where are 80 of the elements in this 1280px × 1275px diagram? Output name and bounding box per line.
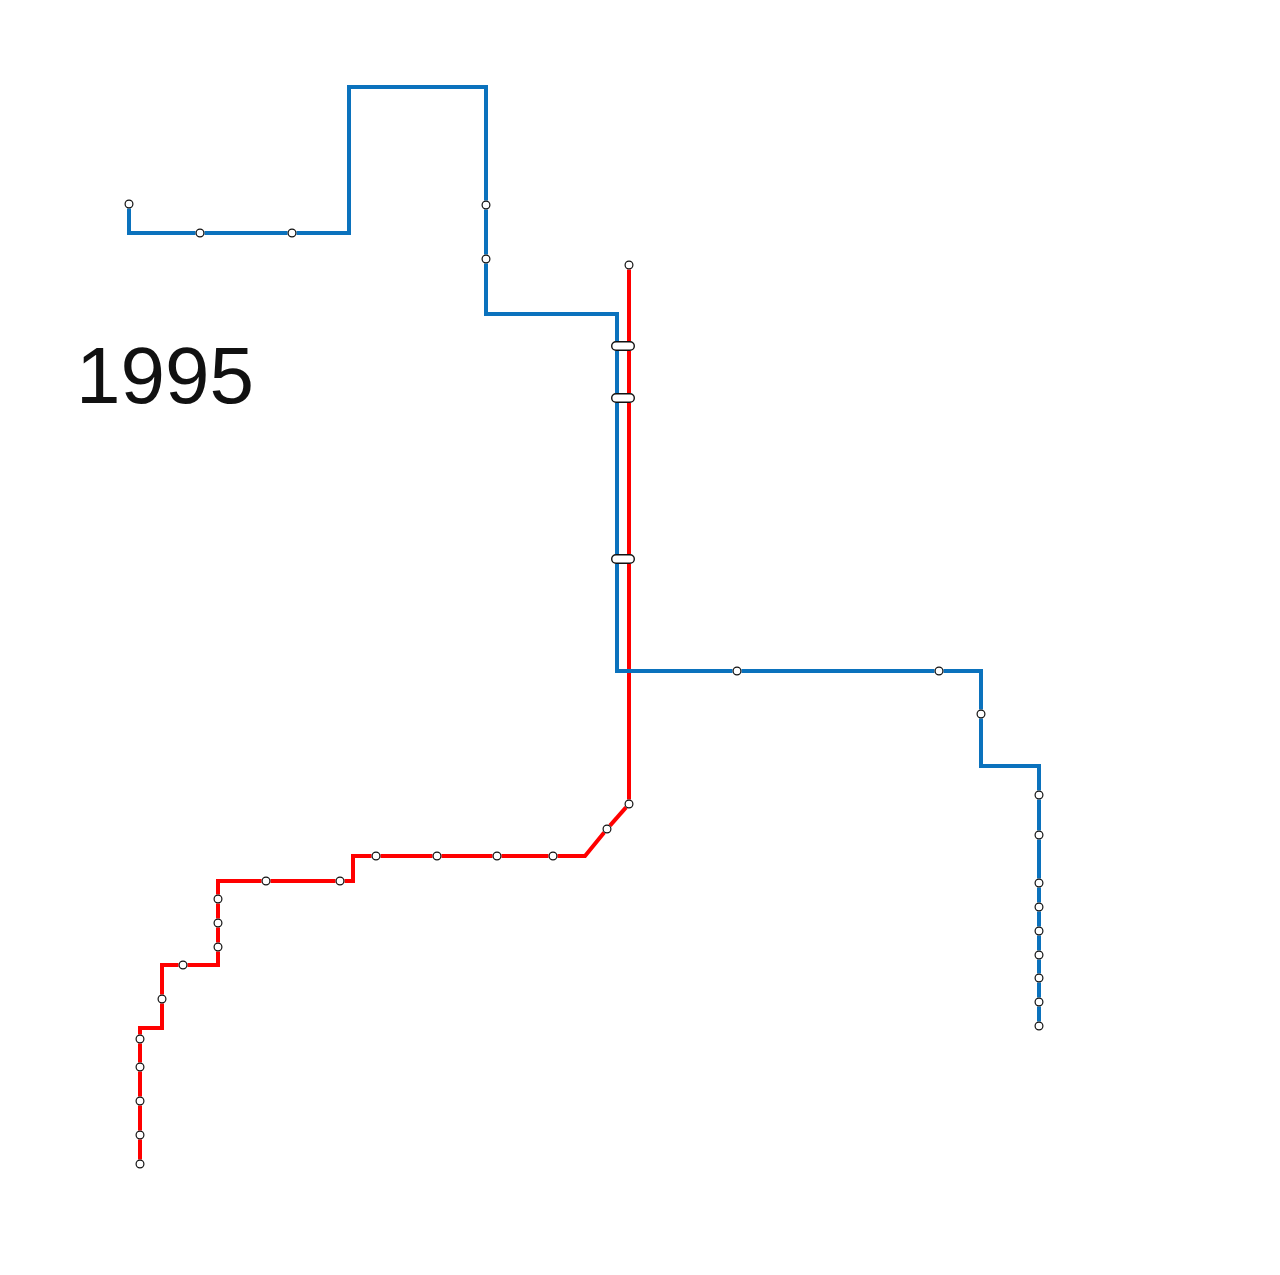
station-marker <box>135 1130 145 1140</box>
year-title: 1995 <box>76 336 254 416</box>
station-marker <box>135 1034 145 1044</box>
metro-line <box>615 403 619 554</box>
station-marker <box>124 199 134 209</box>
station-marker <box>195 228 205 238</box>
metro-line <box>216 927 220 943</box>
station-marker <box>213 918 223 928</box>
station-marker <box>157 994 167 1004</box>
metro-line <box>216 879 262 895</box>
metro-line <box>1037 911 1041 927</box>
metro-line <box>138 1105 142 1131</box>
metro-line <box>627 403 631 554</box>
station-marker <box>934 666 944 676</box>
station-marker <box>548 851 558 861</box>
station-marker <box>624 799 634 809</box>
metro-line <box>943 669 983 710</box>
metro-line <box>204 231 288 235</box>
station-marker <box>213 942 223 952</box>
metro-line <box>979 718 1041 791</box>
station-marker <box>1034 830 1044 840</box>
metro-line <box>187 951 220 967</box>
station-marker <box>178 960 188 970</box>
metro-line <box>216 903 220 919</box>
metro-line <box>1037 959 1041 974</box>
metro-line <box>557 831 606 858</box>
station-marker <box>1034 1021 1044 1031</box>
station-marker <box>135 1096 145 1106</box>
station-marker <box>481 200 491 210</box>
station-marker <box>1034 902 1044 912</box>
station-marker <box>261 876 271 886</box>
metro-line <box>608 806 628 827</box>
station-marker <box>213 894 223 904</box>
interchange-marker <box>611 341 635 351</box>
metro-line <box>501 854 549 858</box>
metro-line <box>160 963 179 995</box>
metro-line <box>627 269 631 341</box>
interchange-marker <box>611 554 635 564</box>
metro-line <box>138 1003 164 1035</box>
station-marker <box>335 876 345 886</box>
metro-line <box>344 854 372 883</box>
metro-line <box>627 351 631 393</box>
metro-line <box>138 1139 142 1160</box>
metro-line <box>127 208 196 235</box>
interchange-marker <box>611 393 635 403</box>
station-marker <box>1034 926 1044 936</box>
metro-line <box>138 1071 142 1097</box>
station-marker <box>1034 973 1044 983</box>
station-marker <box>481 254 491 264</box>
metro-line <box>441 854 493 858</box>
metro-line <box>615 564 733 673</box>
station-marker <box>624 260 634 270</box>
station-marker <box>371 851 381 861</box>
metro-line <box>138 1043 142 1063</box>
station-marker <box>1034 878 1044 888</box>
station-marker <box>976 709 986 719</box>
station-marker <box>135 1159 145 1169</box>
station-marker <box>492 851 502 861</box>
metro-line <box>741 669 935 673</box>
metro-line <box>627 564 631 800</box>
metro-line <box>1037 982 1041 998</box>
station-marker <box>732 666 742 676</box>
station-marker <box>602 824 612 834</box>
station-marker <box>135 1062 145 1072</box>
metro-line <box>380 854 433 858</box>
metro-line <box>615 351 619 393</box>
metro-line <box>1037 1006 1041 1022</box>
metro-line <box>270 879 336 883</box>
station-marker <box>287 228 297 238</box>
metro-line <box>484 209 488 255</box>
metro-line <box>1037 887 1041 903</box>
station-marker <box>1034 950 1044 960</box>
metro-line <box>1037 839 1041 879</box>
metro-line <box>1037 799 1041 831</box>
metro-line <box>484 263 619 341</box>
station-marker <box>1034 997 1044 1007</box>
station-marker <box>1034 790 1044 800</box>
metro-line <box>1037 935 1041 951</box>
metro-line <box>296 85 488 235</box>
station-marker <box>432 851 442 861</box>
